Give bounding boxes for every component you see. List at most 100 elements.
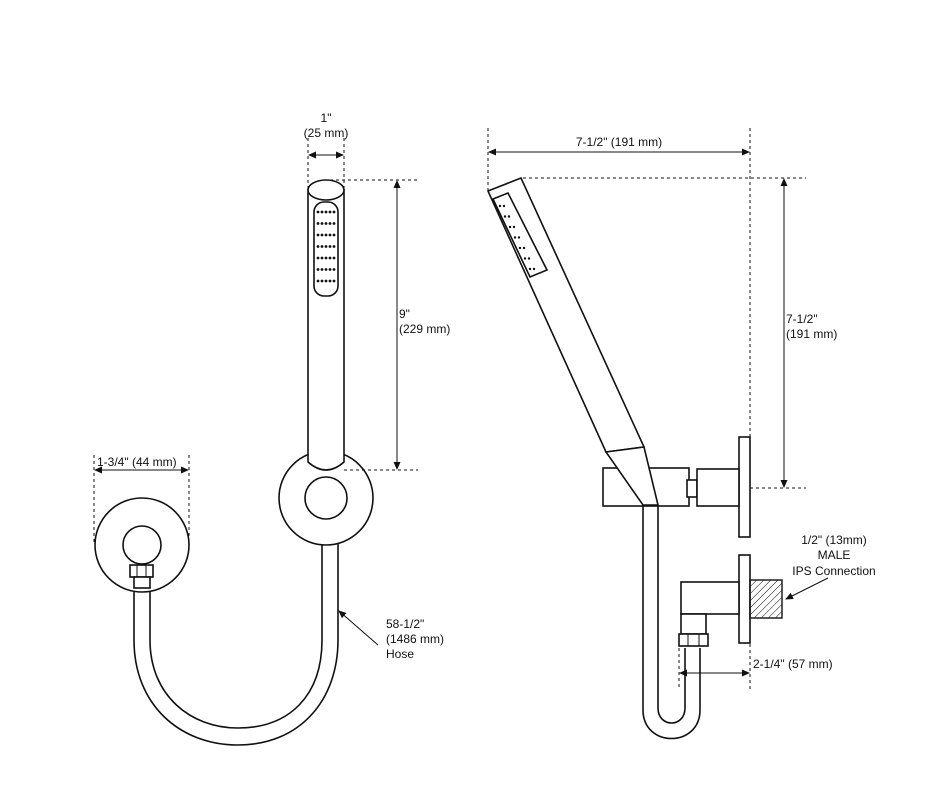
svg-text:1/2" (13mm): 1/2" (13mm) (801, 533, 867, 547)
dim-height: 9" (229 mm) (330, 179, 450, 471)
dim-width-metric: (25 mm) (304, 126, 349, 140)
dim-projection: 2-1/4" (57 mm) (678, 644, 833, 690)
nozzle-dot (324, 268, 328, 271)
dim-height-metric: (229 mm) (399, 322, 450, 336)
svg-text:Hose: Hose (386, 647, 414, 661)
svg-text:1": 1" (321, 111, 332, 125)
nozzle-dot (320, 233, 324, 237)
nozzle-dot (316, 256, 320, 260)
dim-overall-height: 7-1/2" (191 mm) (523, 177, 837, 489)
nozzle-dot (320, 279, 324, 283)
nozzle-dot-side (512, 225, 516, 229)
nozzle-dot (332, 233, 336, 237)
nozzle-dot-side (532, 267, 536, 271)
spray-nozzles-side (498, 204, 536, 271)
nozzle-dot (316, 245, 320, 248)
nozzle-dot-side (523, 257, 527, 260)
svg-text:9": 9" (399, 307, 410, 321)
dim-width-top: 1" (25 mm) (304, 111, 349, 188)
nozzle-dot (316, 222, 320, 225)
wall-plate-side (738, 436, 751, 644)
dim-overall-height-metric: (191 mm) (786, 327, 837, 341)
handshower-front (304, 179, 348, 520)
svg-text:(191 mm): (191 mm) (786, 327, 837, 341)
dim-flange-value: 1-3/4" (44 mm) (97, 455, 177, 469)
nozzle-dot (324, 233, 328, 237)
hose-label: Hose (386, 647, 414, 661)
nozzle-dot (332, 268, 336, 271)
nozzle-dot (328, 210, 332, 214)
svg-text:(229 mm): (229 mm) (399, 322, 450, 336)
nozzle-dot (328, 222, 332, 225)
nozzle-dot (332, 245, 336, 248)
nozzle-dot (324, 279, 328, 283)
nozzle-dot (320, 222, 324, 225)
connection-callout: 1/2" (13mm) MALE IPS Connection (785, 533, 876, 600)
dim-width-value: 1" (321, 111, 332, 125)
nozzle-dot-side (518, 246, 522, 250)
hose-callout: 58-1/2" (1486 mm) Hose (338, 610, 444, 661)
nozzle-dot (316, 279, 320, 283)
hose-length: 58-1/2" (386, 617, 424, 631)
side-view: 7-1/2" (191 mm) 7-1/2" (191 mm) 1/2" (13… (486, 128, 876, 740)
nozzle-dot (316, 233, 320, 237)
dim-flange: 1-3/4" (44 mm) (93, 455, 190, 545)
nozzle-dot-side (498, 204, 502, 208)
nozzle-dot (324, 222, 328, 225)
nozzle-dot (328, 245, 332, 248)
nozzle-dot-side (503, 215, 507, 218)
svg-text:1-3/4" (44 mm): 1-3/4" (44 mm) (97, 455, 177, 469)
nozzle-dot (324, 256, 328, 260)
outlet-elbow-side (678, 579, 783, 647)
svg-text:MALE: MALE (818, 548, 851, 562)
dim-overall-width: 7-1/2" (191 mm) (487, 128, 751, 440)
svg-text:58-1/2": 58-1/2" (386, 617, 424, 631)
nozzle-dot (328, 233, 332, 237)
svg-text:7-1/2": 7-1/2" (786, 312, 818, 326)
nozzle-dot (332, 256, 336, 260)
nozzle-dot (328, 256, 332, 260)
nozzle-dot (320, 210, 324, 214)
front-view: 1" (25 mm) 9" (229 mm) 1-3/4" (44 mm) 58… (93, 111, 450, 746)
connection-size: 1/2" (13mm) (801, 533, 867, 547)
nozzle-dot (328, 268, 332, 271)
nozzle-dot-side (513, 236, 517, 239)
svg-text:(25 mm): (25 mm) (304, 126, 349, 140)
nozzle-dot-side (517, 236, 521, 239)
nozzle-dot-side (508, 225, 512, 229)
dim-projection-value: 2-1/4" (57 mm) (753, 657, 833, 671)
hose-side (642, 505, 701, 740)
connection-label: IPS Connection (792, 564, 875, 578)
hose-front (133, 518, 339, 746)
nozzle-dot-side (527, 257, 531, 260)
nozzle-dot (324, 245, 328, 248)
nozzle-dot (316, 268, 320, 271)
nozzle-dot (320, 268, 324, 271)
nozzle-dot-side (502, 204, 506, 208)
nozzle-dot (324, 210, 328, 214)
nozzle-dot-side (528, 267, 532, 271)
svg-text:IPS Connection: IPS Connection (792, 564, 875, 578)
hose-length-metric: (1486 mm) (386, 632, 444, 646)
nozzle-dot (332, 210, 336, 214)
connection-type: MALE (818, 548, 851, 562)
nozzle-dot-side (507, 215, 511, 218)
dim-overall-width-value: 7-1/2" (191 mm) (576, 135, 662, 149)
nozzle-dot (332, 222, 336, 225)
wall-outlet-flange (94, 497, 190, 593)
svg-text:(1486 mm): (1486 mm) (386, 632, 444, 646)
nozzle-dot (316, 210, 320, 214)
nozzle-dot (320, 245, 324, 248)
dim-height-value: 9" (399, 307, 410, 321)
spray-nozzles (316, 210, 336, 283)
dim-overall-height-value: 7-1/2" (786, 312, 818, 326)
ips-thread (749, 579, 783, 619)
svg-text:7-1/2" (191 mm): 7-1/2" (191 mm) (576, 135, 662, 149)
svg-text:2-1/4" (57 mm): 2-1/4" (57 mm) (753, 657, 833, 671)
nozzle-dot (320, 256, 324, 260)
handshower-side (486, 176, 660, 506)
nozzle-dot (332, 279, 336, 283)
nozzle-dot-side (522, 246, 526, 250)
nozzle-dot (328, 279, 332, 283)
